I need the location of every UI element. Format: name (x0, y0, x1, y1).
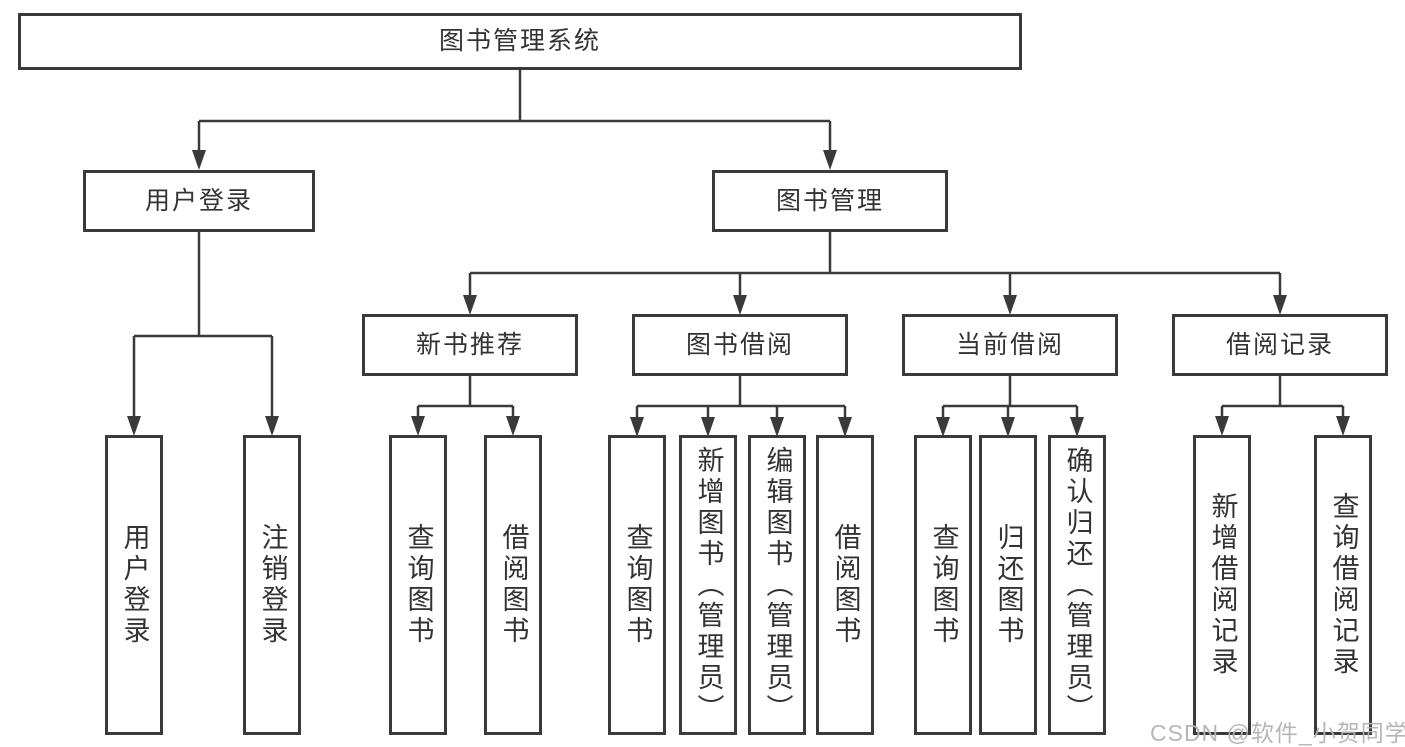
leaf-label: 查询图书 (928, 523, 959, 647)
leaf-borrowing-query-books: 查询图书 (608, 435, 666, 735)
leaf-label: 新增图书（管理员） (693, 445, 724, 725)
node-label: 图书管理系统 (438, 27, 601, 55)
leaf-label: 新增借阅记录 (1207, 492, 1238, 678)
leaf-borrowing-add-books-admin: 新增图书（管理员） (679, 435, 737, 735)
connector-book-management-to-level3 (463, 232, 1287, 315)
node-label: 借阅记录 (1225, 330, 1334, 359)
leaf-label: 借阅图书 (498, 523, 529, 647)
node-user-login: 用户登录 (83, 170, 315, 232)
leaf-borrowing-borrow-books: 借阅图书 (816, 435, 874, 735)
leaf-label: 借阅图书 (830, 523, 861, 647)
leaf-borrowing-edit-books-admin: 编辑图书（管理员） (748, 435, 806, 735)
node-library-management-system: 图书管理系统 (18, 13, 1022, 70)
leaf-logout: 注销登录 (243, 435, 301, 735)
leaf-recommend-query-books: 查询图书 (389, 435, 447, 735)
leaf-label: 用户登录 (119, 523, 150, 647)
leaf-records-query-record: 查询借阅记录 (1314, 435, 1372, 735)
connector-new-book-recommendation-to-leaves (411, 376, 520, 436)
node-book-management: 图书管理 (712, 170, 948, 232)
connector-current-borrowing-to-leaves (936, 376, 1084, 437)
connector-book-borrowing-to-leaves (630, 376, 852, 437)
leaf-label: 查询借阅记录 (1328, 492, 1359, 678)
node-book-borrowing: 图书借阅 (632, 314, 848, 376)
leaf-records-add-record: 新增借阅记录 (1193, 435, 1251, 735)
leaf-recommend-borrow-books: 借阅图书 (484, 435, 542, 735)
leaf-current-return-books: 归还图书 (979, 435, 1037, 735)
node-new-book-recommendation: 新书推荐 (362, 314, 578, 376)
node-label: 当前借阅 (955, 330, 1064, 359)
leaf-label: 查询图书 (622, 523, 653, 647)
connector-borrowing-records-to-leaves (1215, 376, 1350, 436)
leaf-label: 编辑图书（管理员） (762, 445, 793, 725)
connector-user-login-to-leaves (127, 232, 279, 436)
node-label: 图书管理 (775, 186, 884, 215)
node-current-borrowing: 当前借阅 (902, 314, 1118, 376)
node-label: 用户登录 (144, 186, 253, 215)
leaf-label: 确认归还（管理员） (1062, 445, 1093, 725)
leaf-current-confirm-return-admin: 确认归还（管理员） (1048, 435, 1106, 735)
leaf-label: 查询图书 (403, 523, 434, 647)
node-borrowing-records: 借阅记录 (1172, 314, 1388, 376)
leaf-current-query-books: 查询图书 (914, 435, 972, 735)
connector-root-to-level2 (192, 70, 837, 170)
node-label: 图书借阅 (685, 330, 794, 359)
leaf-label: 注销登录 (257, 523, 288, 647)
leaf-label: 归还图书 (993, 523, 1024, 647)
csdn-watermark: CSDN @软件_小贺同学 (1150, 720, 1405, 746)
node-label: 新书推荐 (415, 330, 524, 359)
leaf-user-login: 用户登录 (105, 435, 163, 735)
